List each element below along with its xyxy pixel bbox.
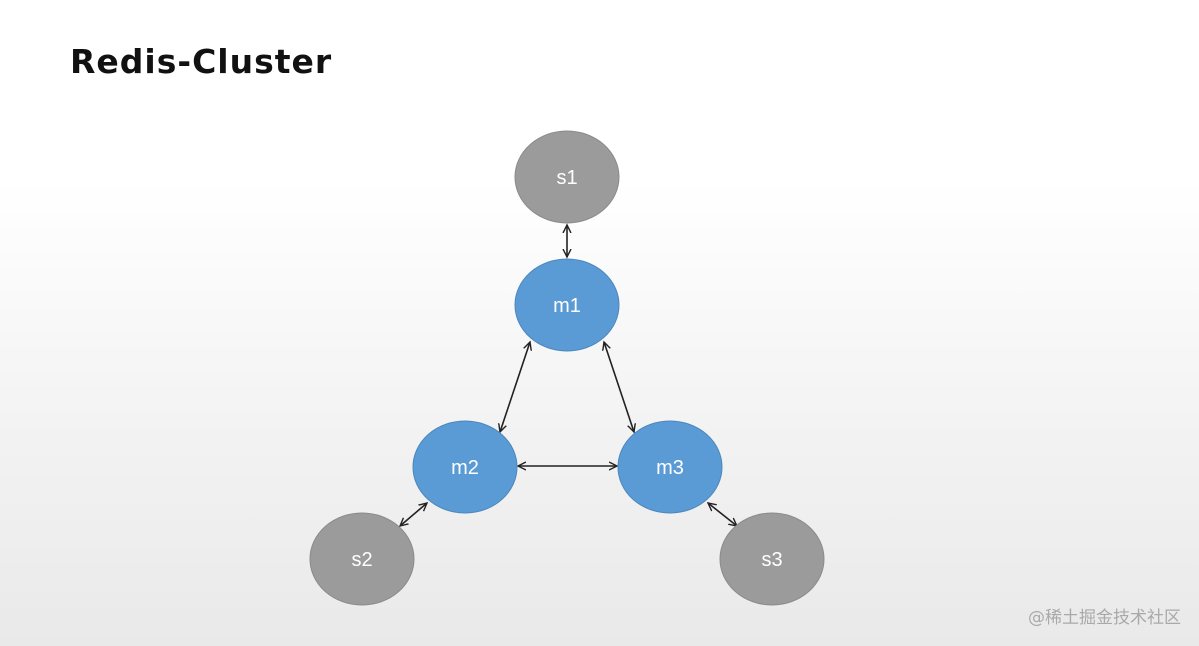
node-m3: m3 [617, 420, 723, 514]
node-s2-label: s2 [351, 549, 372, 571]
node-s2: s2 [309, 512, 415, 606]
node-s2-shape [309, 512, 415, 606]
node-s1-label: s1 [556, 167, 577, 189]
node-s3: s3 [719, 512, 825, 606]
node-s1: s1 [514, 130, 620, 224]
edge-m3-s3 [708, 503, 737, 526]
edge-m2-s2 [400, 503, 427, 526]
page-title: Redis-Cluster [70, 42, 333, 81]
node-m1-label: m1 [553, 295, 581, 317]
edges [400, 225, 737, 526]
node-m2: m2 [412, 420, 518, 514]
edge-m1-m3 [604, 342, 634, 432]
node-m1: m1 [514, 258, 620, 352]
node-s3-shape [719, 512, 825, 606]
node-m3-shape [617, 420, 723, 514]
node-m3-label: m3 [656, 457, 684, 479]
node-s3-label: s3 [761, 549, 782, 571]
watermark: @稀土掘金技术社区 [1028, 608, 1181, 628]
node-s1-shape [514, 130, 620, 224]
node-m1-shape [514, 258, 620, 352]
node-m2-label: m2 [451, 457, 479, 479]
node-m2-shape [412, 420, 518, 514]
edge-m1-m2 [500, 342, 530, 432]
